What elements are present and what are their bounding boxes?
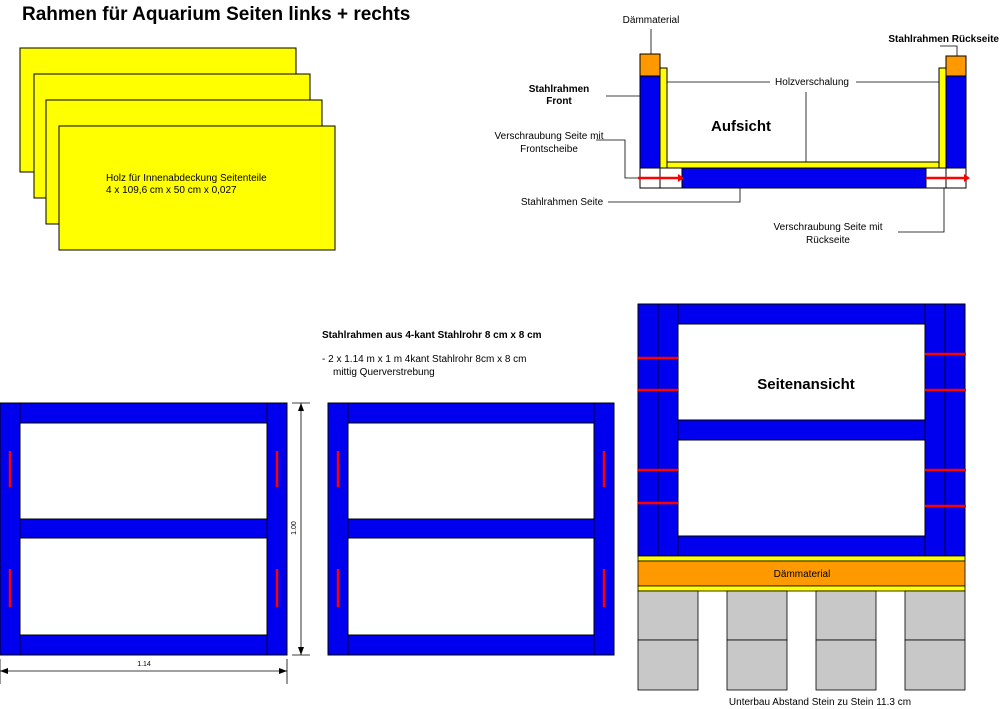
top-label-bolt-back-2: Rückseite — [806, 235, 850, 246]
wood-panel-label-1: Holz für Innenabdeckung Seitenteile — [106, 173, 267, 184]
top-label-front-frame-2: Front — [546, 96, 572, 107]
leader-bolt-front — [596, 139, 638, 179]
top-label-wood-cladding: Holzverschalung — [775, 77, 849, 88]
side-view: Seitenansicht Dämmaterial Unterbau Absta… — [637, 303, 966, 708]
stone-2-bottom — [726, 639, 788, 691]
top-label-bolt-back-1: Verschraubung Seite mit — [774, 222, 883, 233]
side-wood-top — [637, 555, 966, 562]
leader-side-frame — [608, 188, 741, 203]
top-wood-left — [659, 67, 668, 169]
stone-1-bottom — [637, 639, 699, 691]
top-insulation-left — [639, 53, 661, 77]
top-wood-bottom — [666, 161, 940, 169]
stone-4-top — [904, 590, 966, 641]
frame1-window-top — [19, 422, 268, 520]
top-view-title: Aufsicht — [711, 118, 771, 135]
page-title: Rahmen für Aquarium Seiten links + recht… — [22, 4, 411, 25]
side-insulation-label: Dämmaterial — [774, 569, 831, 580]
frame-spec-line2: mittig Querverstrebung — [333, 367, 435, 378]
stone-3-bottom — [815, 639, 877, 691]
top-label-side-frame: Stahlrahmen Seite — [521, 197, 604, 208]
top-label-back-frame: Stahlrahmen Rückseite — [888, 34, 999, 45]
frame2-window-bottom — [347, 537, 595, 636]
top-wood-right — [938, 67, 947, 169]
frame2-window-top — [347, 422, 595, 520]
side-window-bottom — [677, 439, 926, 537]
leader-bolt-back — [898, 188, 945, 233]
top-bolt-back-head — [964, 174, 970, 182]
steel-frame-right — [327, 402, 615, 656]
wood-panel-stack: Holz für Innenabdeckung Seitenteile 4 x … — [19, 47, 336, 251]
dimension-height-label: 1.00 — [291, 521, 298, 535]
dimension-height: 1.00 — [291, 402, 310, 656]
side-insulation — [637, 560, 966, 587]
stone-1-top — [637, 590, 699, 641]
frame1-window-bottom — [19, 537, 268, 636]
top-label-bolt-front-1: Verschraubung Seite mit — [495, 131, 604, 142]
stone-3-top — [815, 590, 877, 641]
top-view: Aufsicht Dämmaterial Stahlrahmen Rücksei… — [495, 15, 1000, 246]
wood-panel-label-2: 4 x 109,6 cm x 50 cm x 0,027 — [106, 185, 237, 196]
side-wood-bottom — [637, 585, 966, 592]
top-steel-side — [681, 167, 927, 189]
frame-spec-heading: Stahlrahmen aus 4-kant Stahlrohr 8 cm x … — [322, 330, 542, 341]
frame-spec: Stahlrahmen aus 4-kant Stahlrohr 8 cm x … — [322, 330, 542, 378]
top-label-daemmaterial: Dämmaterial — [623, 15, 680, 26]
top-label-front-frame-1: Stahlrahmen — [529, 84, 590, 95]
top-steel-right — [945, 75, 967, 169]
top-steel-left — [639, 75, 661, 169]
steel-frame-left — [0, 402, 288, 656]
side-view-caption: Unterbau Abstand Stein zu Stein 11.3 cm — [729, 697, 911, 708]
top-bolt-front-head — [678, 174, 684, 182]
top-label-bolt-front-2: Frontscheibe — [520, 144, 578, 155]
stone-4-bottom — [904, 639, 966, 691]
dimension-width: 1.14 — [0, 659, 288, 684]
leader-back-frame — [940, 45, 958, 56]
side-view-title: Seitenansicht — [757, 376, 855, 393]
top-insulation-right — [945, 55, 967, 77]
frame-spec-line1: - 2 x 1.14 m x 1 m 4kant Stahlrohr 8cm x… — [322, 354, 527, 365]
dimension-width-label: 1.14 — [137, 661, 151, 668]
wood-panel-4 — [58, 125, 336, 251]
stone-2-top — [726, 590, 788, 641]
side-window-top — [677, 323, 926, 421]
